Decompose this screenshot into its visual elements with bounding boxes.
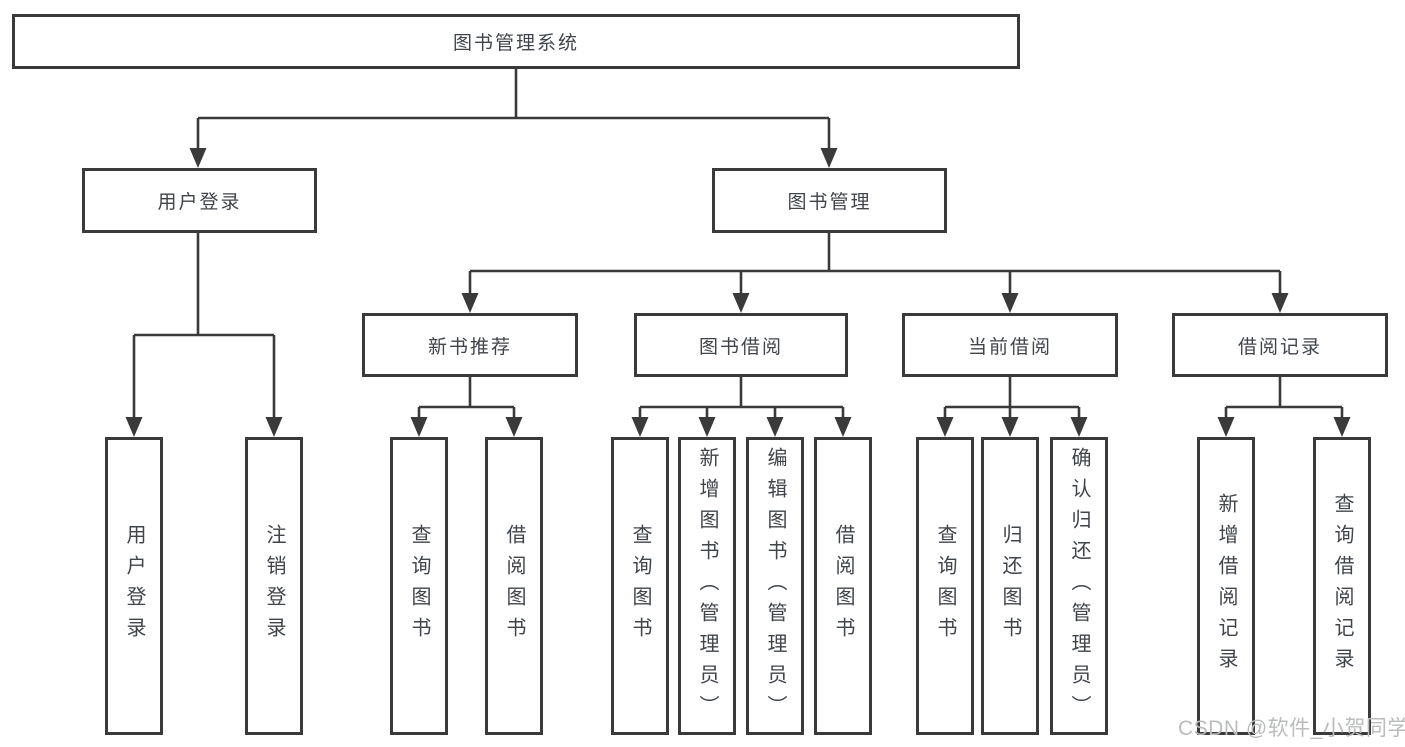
node-library-management-system: 图书管理系统	[12, 14, 1020, 69]
arrowhead	[820, 148, 838, 168]
node-label: 新增图书（管理员）	[696, 446, 718, 726]
node-current-borrowing: 当前借阅	[902, 313, 1118, 377]
node-label: 当前借阅	[967, 336, 1052, 358]
leaf-borrow-books: 借阅图书	[814, 437, 872, 735]
arrowhead	[766, 417, 784, 437]
arrowhead	[732, 293, 750, 313]
arrowhead	[265, 417, 283, 437]
node-label: 借阅图书	[503, 524, 525, 648]
leaf-query-books-borrow: 查询图书	[611, 437, 669, 735]
arrowhead	[461, 293, 479, 313]
node-book-management: 图书管理	[712, 168, 947, 233]
node-user-login: 用户登录	[82, 168, 317, 233]
arrowhead	[1001, 293, 1019, 313]
node-label: 查询图书	[934, 524, 956, 648]
node-label: 查询借阅记录	[1331, 493, 1353, 679]
connector-record-to-leaves	[1224, 377, 1344, 423]
node-label: 查询图书	[408, 524, 430, 648]
connector-newbook-to-leaves	[417, 377, 516, 423]
connector-userlogin-to-leaves	[132, 233, 276, 423]
node-label: 图书借阅	[698, 336, 783, 358]
node-book-borrowing: 图书借阅	[634, 313, 848, 377]
arrowhead	[1217, 417, 1235, 437]
node-label: 借阅记录	[1237, 336, 1322, 358]
leaf-add-book-admin: 新增图书（管理员）	[678, 437, 736, 735]
arrowhead	[631, 417, 649, 437]
leaf-borrow-books-recommend: 借阅图书	[485, 437, 543, 735]
connector-bookmgmt-to-level3	[468, 233, 1282, 299]
node-new-book-recommendation: 新书推荐	[362, 313, 578, 377]
leaf-query-books-current: 查询图书	[916, 437, 974, 735]
arrowhead	[125, 417, 143, 437]
node-label: 借阅图书	[832, 524, 854, 648]
node-label: 确认归还（管理员）	[1068, 446, 1090, 726]
arrowhead	[936, 417, 954, 437]
node-label: 用户登录	[157, 192, 242, 213]
arrowhead	[1271, 293, 1289, 313]
leaf-confirm-return-admin: 确认归还（管理员）	[1050, 437, 1108, 735]
arrowhead	[698, 417, 716, 437]
node-label: 新书推荐	[427, 336, 512, 358]
leaf-query-borrow-record: 查询借阅记录	[1313, 437, 1371, 735]
node-label: 图书管理系统	[452, 33, 579, 54]
node-label: 归还图书	[999, 524, 1021, 648]
connector-current-to-leaves	[943, 377, 1081, 423]
arrowhead	[410, 417, 428, 437]
csdn-watermark: CSDN @软件_小贺同学	[1178, 717, 1405, 740]
arrowhead	[505, 417, 523, 437]
node-label: 用户登录	[123, 524, 145, 648]
arrowhead	[834, 417, 852, 437]
arrowhead	[1070, 417, 1088, 437]
node-label: 注销登录	[263, 524, 285, 648]
node-label: 图书管理	[787, 192, 872, 213]
node-label: 查询图书	[629, 524, 651, 648]
node-label: 新增借阅记录	[1215, 493, 1237, 679]
arrowhead	[1001, 417, 1019, 437]
node-borrowing-records: 借阅记录	[1172, 313, 1388, 377]
leaf-return-books: 归还图书	[981, 437, 1039, 735]
leaf-user-login: 用户登录	[105, 437, 163, 735]
leaf-add-borrow-record: 新增借阅记录	[1197, 437, 1255, 735]
arrowhead	[189, 148, 207, 168]
connector-root-to-level2	[196, 68, 831, 154]
connector-borrow-to-leaves	[638, 377, 845, 423]
arrowhead	[1333, 417, 1351, 437]
leaf-edit-book-admin: 编辑图书（管理员）	[746, 437, 804, 735]
leaf-logout: 注销登录	[245, 437, 303, 735]
node-label: 编辑图书（管理员）	[764, 446, 786, 726]
leaf-query-books-recommend: 查询图书	[390, 437, 448, 735]
